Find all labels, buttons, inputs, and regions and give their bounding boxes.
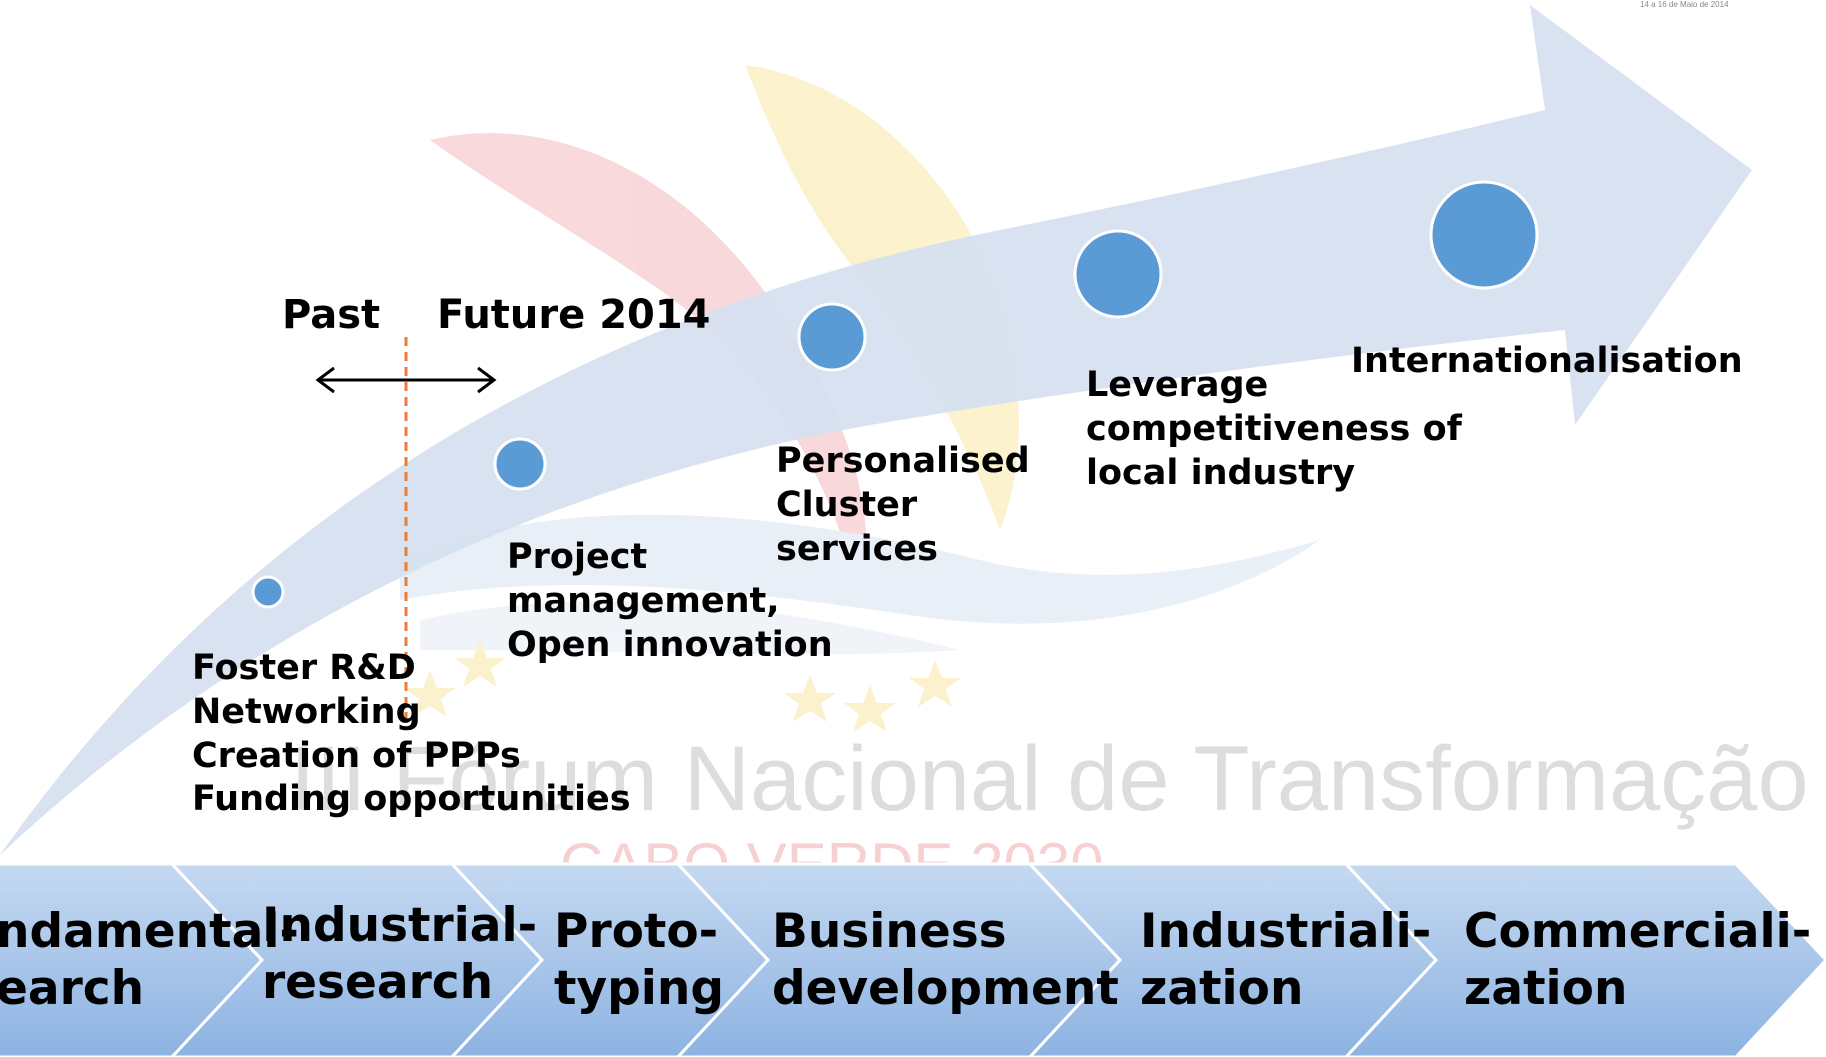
chevron-stage-6 [1342,862,1826,1057]
stage-label-4: Business development [772,904,1119,1017]
stage-label-3: Proto- typing [554,904,724,1017]
double-headed-arrow-icon [315,366,497,394]
corner-note: 14 a 16 de Maio de 2014 [1640,0,1729,9]
star-icons [404,640,961,732]
stage-label-6: Commerciali- zation [1464,904,1812,1017]
milestone-dot-5 [1429,180,1539,290]
milestone-label-4: Leverage competitiveness of local indust… [1086,365,1462,493]
watermark-title: III Fórum Nacional de Transformação [290,728,1809,830]
stage-label-1: ndamental- earch [0,904,299,1017]
milestone-dot-1 [251,575,285,609]
future-label: Future 2014 [437,292,711,338]
process-chevrons [0,862,1826,1057]
milestone-label-5: Internationalisation [1351,341,1743,381]
milestone-label-1: Foster R&D Networking Creation of PPPs F… [192,648,631,820]
milestone-label-2: Project management, Open innovation [507,537,833,665]
milestone-dot-2 [493,437,547,491]
milestone-dot-3 [797,302,867,372]
milestone-label-3: Personalised Cluster services [776,441,1030,569]
growth-arrow [0,5,1752,855]
stage-label-2: Industrial- research [262,898,538,1011]
milestone-dot-4 [1073,229,1163,319]
past-label: Past [282,292,381,338]
stage-label-5: Industriali- zation [1140,904,1432,1017]
